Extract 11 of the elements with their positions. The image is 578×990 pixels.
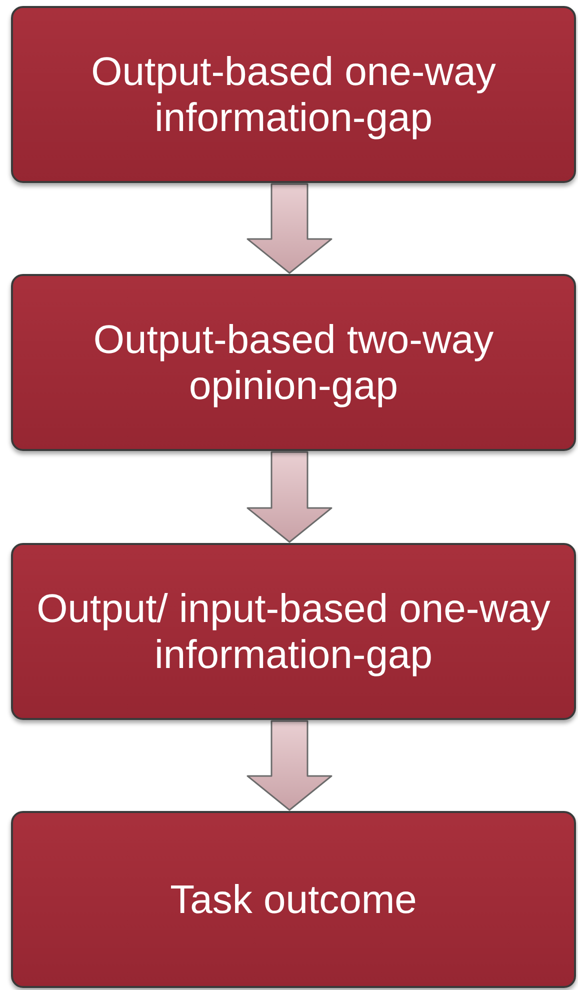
box-label: Output-based one-way information-gap xyxy=(90,48,497,140)
process-box xyxy=(11,274,576,451)
process-box xyxy=(11,811,576,988)
process-box xyxy=(11,6,576,183)
box-label: Output/ input-based one-way information-gap xyxy=(36,586,552,678)
box-label: Task outcome xyxy=(170,876,417,922)
down-arrow xyxy=(246,183,332,274)
down-arrow xyxy=(246,451,332,543)
box-label: Output-based two-way opinion-gap xyxy=(92,316,495,408)
down-arrow xyxy=(246,720,332,811)
process-box xyxy=(11,543,576,720)
